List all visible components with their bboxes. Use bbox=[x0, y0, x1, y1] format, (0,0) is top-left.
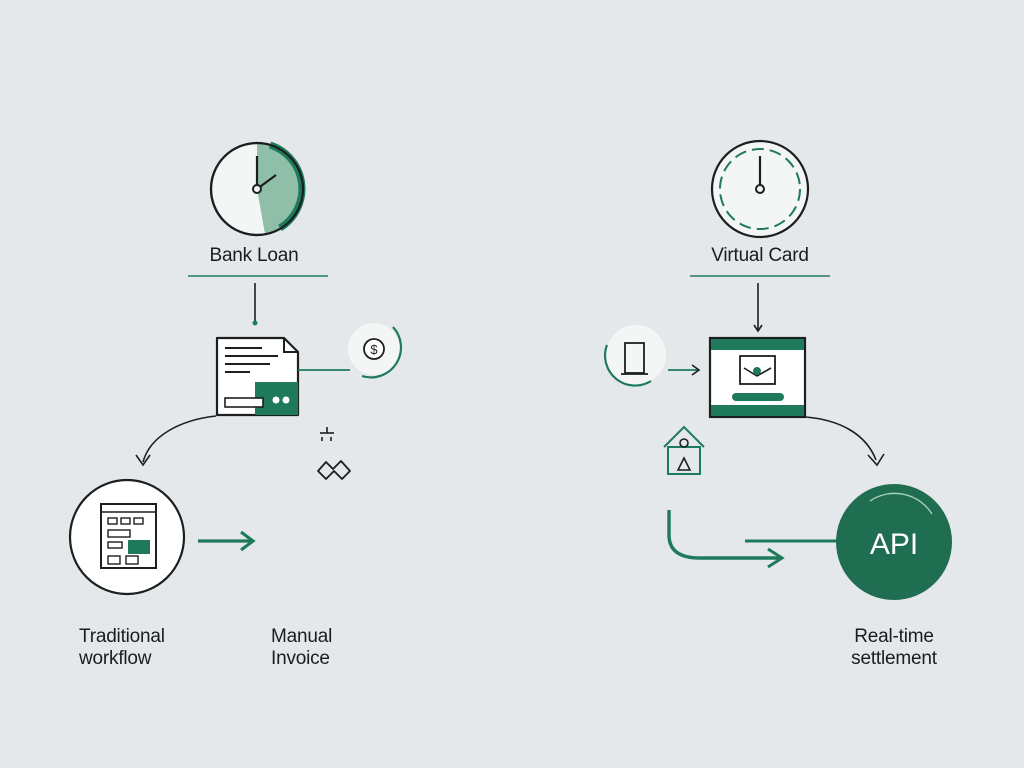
document-to-workflow-arrow bbox=[142, 415, 217, 463]
workflow-icon bbox=[68, 478, 186, 596]
traditional-workflow-label-line1: Traditional bbox=[79, 626, 165, 647]
traditional-workflow-label-line2: workflow bbox=[79, 648, 152, 669]
real-time-settlement-label: Real-time settlement bbox=[851, 626, 937, 670]
link-icon bbox=[317, 460, 351, 480]
document-icon bbox=[215, 336, 300, 417]
bank-loan-label: Bank Loan bbox=[209, 245, 299, 266]
svg-text:$: $ bbox=[370, 342, 378, 357]
coin-icon: $ bbox=[348, 323, 403, 379]
api-label: API bbox=[869, 528, 919, 561]
arrow-right-icon bbox=[198, 530, 256, 552]
virtual-card-clock-icon bbox=[710, 139, 810, 239]
real-time-settlement-label-line2: settlement bbox=[851, 648, 937, 669]
api-icon bbox=[836, 484, 952, 600]
door-icon bbox=[604, 325, 666, 387]
traditional-workflow-label: Traditional workflow bbox=[79, 626, 165, 670]
manual-invoice-label-line1: Manual bbox=[271, 626, 333, 647]
api-arrow-icon bbox=[667, 510, 840, 569]
bank-loan-clock-icon bbox=[209, 141, 306, 237]
small-arrow-icon bbox=[668, 364, 701, 376]
manual-invoice-label-line2: Invoice bbox=[271, 648, 330, 669]
house-icon bbox=[663, 425, 705, 475]
manual-invoice-label: Manual Invoice bbox=[271, 626, 332, 670]
virtual-card-icon bbox=[708, 336, 807, 419]
virtual-card-label: Virtual Card bbox=[711, 245, 809, 266]
split-icon bbox=[320, 427, 334, 441]
card-to-api-arrow bbox=[805, 416, 877, 461]
real-time-settlement-label-line1: Real-time bbox=[854, 626, 934, 647]
